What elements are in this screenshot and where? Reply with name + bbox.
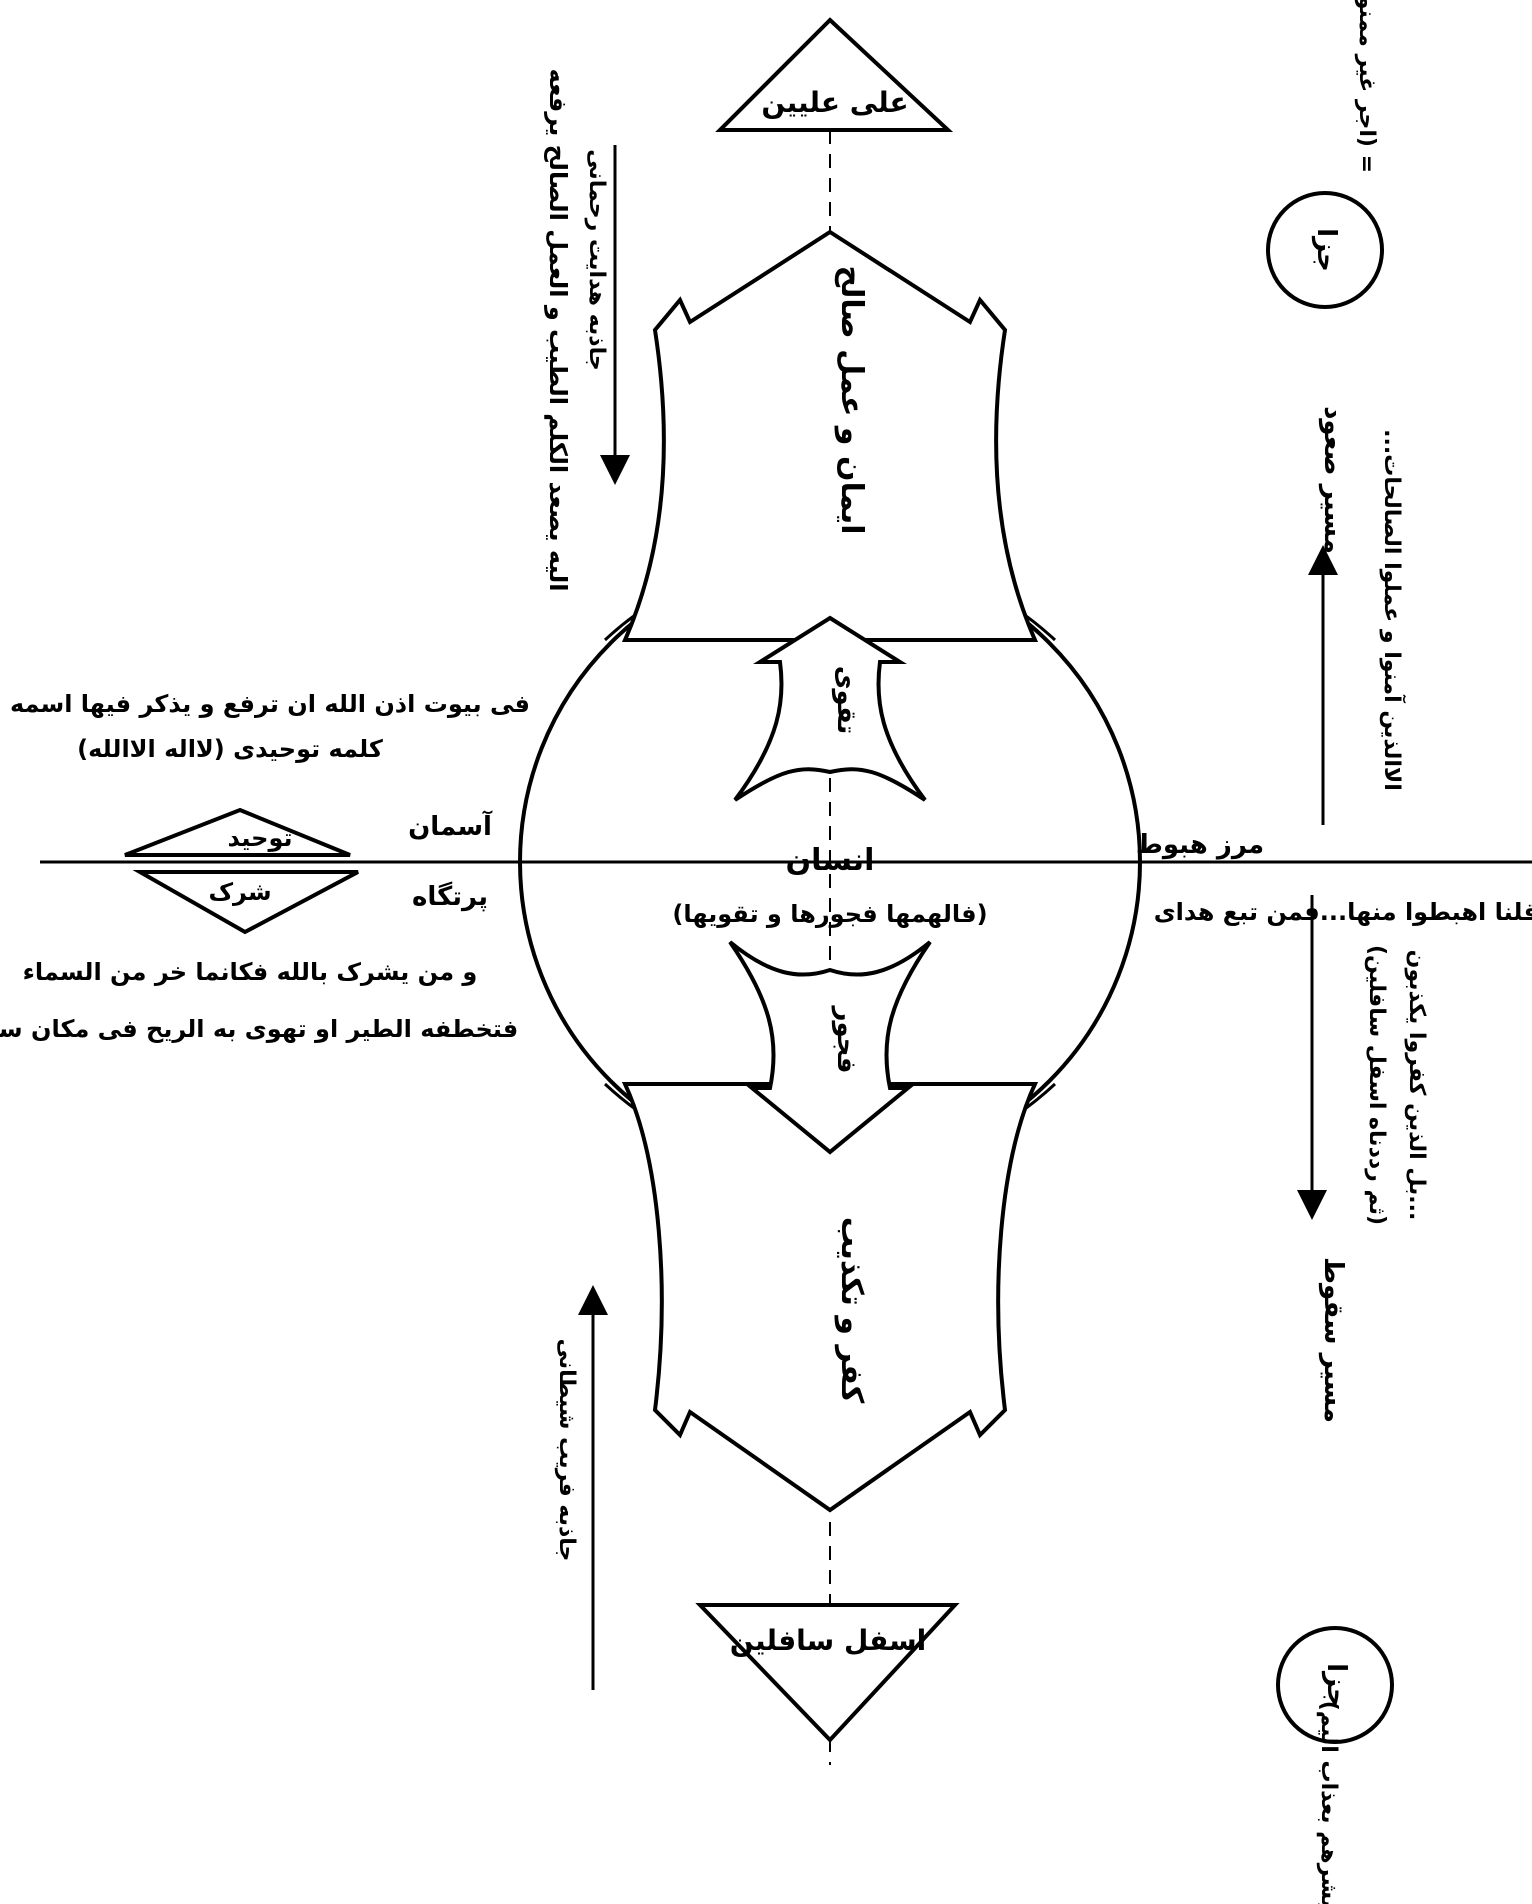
lower-left-attraction: جاذبه فریب شیطانی [554,1339,579,1562]
tawhid-label: توحید [227,824,292,852]
ascent-big-arrow [621,229,1039,642]
taqva-label: تقوی [831,666,861,735]
boundary-label: مرز هبوط [1136,830,1264,860]
reward-bottom-text: (فبشرهم بعذاب الیم) = [1316,1701,1341,1904]
shirk-label: شرک [208,878,271,906]
ascent-verse: ...الاالذین آمنوا و عملوا الصالحات [1379,429,1407,791]
reward-bottom-circle [1276,1626,1394,1744]
center-label: انسان [786,843,875,878]
bottom-target-triangle [695,1603,960,1743]
cliff-label: پرتگاه [412,881,488,912]
top-target-label: علی علیین [761,86,908,119]
descent-big-arrow [621,1082,1039,1513]
fojur-arrow [728,940,932,1155]
descent-verse-2: بل الذین کفروا یکذبون... [1404,950,1429,1221]
sky-label: آسمان [408,810,493,842]
descent-verse-1: (ثم رددناه اسفل سافلین) [1364,945,1389,1225]
lower-arrow-label: کفر و تکذیب [834,1217,869,1404]
reward-top-text: اجر غیر ممنون) = [1354,0,1379,173]
bottom-target-label: اسفل سافلین [730,1624,926,1657]
reward-top-label: جزا [1311,228,1341,272]
top-target-triangle [715,17,954,132]
center-sub-label: (فالهمها فجورها و تقویها) [672,900,987,928]
descent-path-label: مسیر سقوط [1318,1257,1348,1423]
left-bottom-verse-2: فتخطفه الطیر او تهوی به الریح فی مکان سح [0,1015,518,1043]
fojur-label: فجور [831,1004,861,1073]
ascent-path-label: مسیر صعود [1318,406,1348,554]
reward-top-circle [1266,191,1384,309]
taqva-arrow [733,615,927,802]
upper-left-attraction: جاذبه هدایت رحمانی [584,149,609,370]
left-top-verse: فی بیوت اذن الله ان ترفع و یذکر فیها اسم… [10,690,530,718]
boundary-verse: قلنا اهبطوا منها...فمن تبع هدای... [1154,898,1532,926]
left-bottom-verse-1: و من یشرک بالله فکانما خر من السماء [23,958,478,986]
reward-bottom-label: جزا [1321,1663,1351,1707]
upper-arrow-label: ایمان و عمل صالح [834,265,869,534]
left-kalama: کلمه توحیدی (لااله الاالله) [77,735,383,763]
shirk-triangle [132,870,359,935]
upper-left-verse: الیه یصعد الکلم الطیب و العمل الصالح یرف… [544,69,572,592]
tawhid-triangle [124,807,351,857]
